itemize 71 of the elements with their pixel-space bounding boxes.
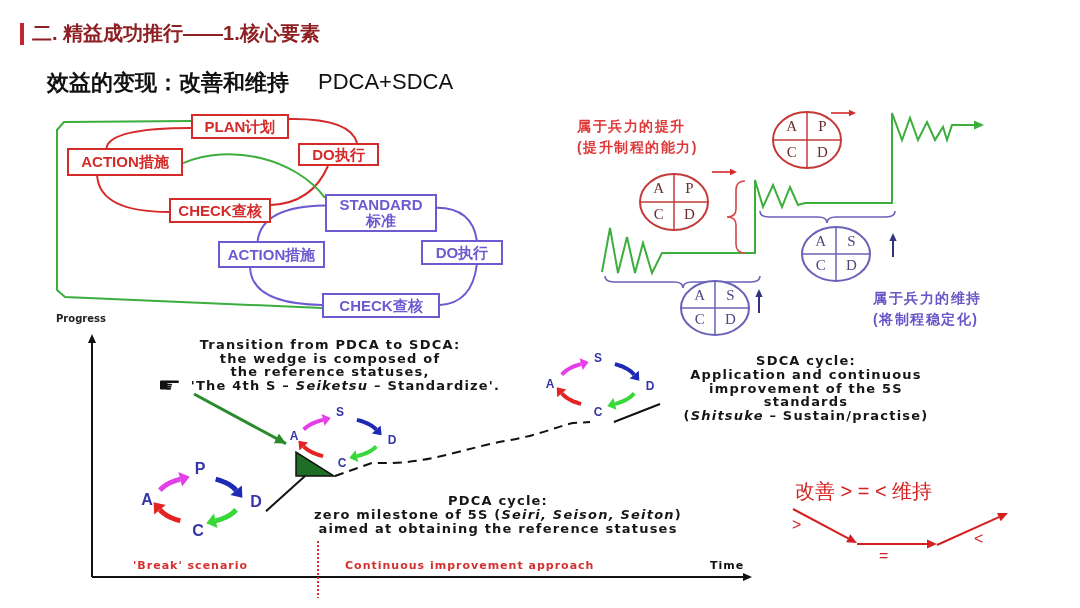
- connector-line: [288, 118, 359, 144]
- cycle-letter: C: [191, 522, 205, 540]
- cycle-letter: D: [249, 493, 263, 511]
- arrow: [193, 392, 287, 445]
- annotation-heading: SDCA cycle:: [756, 354, 856, 368]
- connector-line: [249, 267, 323, 306]
- axis-label: Progress: [56, 313, 106, 324]
- connector-line: [612, 403, 661, 423]
- quadrant-letter: P: [684, 180, 695, 199]
- quadrant-letter: A: [785, 118, 799, 137]
- stage-box: DO执行: [421, 240, 503, 265]
- quadrant-letter: C: [652, 205, 665, 224]
- connector-line: [256, 204, 326, 242]
- connector-line: [270, 165, 329, 206]
- cycle-letter: A: [544, 377, 556, 391]
- annotation-text: zero milestone of 5S (Seiri, Seison, Seiton) aimed at obtaining the reference statuses: [313, 508, 683, 535]
- note-text: 属于兵力的维持 (将制程稳定化): [873, 289, 983, 329]
- region-label: 'Break' scenario: [133, 559, 249, 572]
- cycle-letter: S: [593, 351, 603, 365]
- cycle-letter: A: [140, 491, 154, 509]
- quadrant-letter: D: [682, 205, 696, 224]
- stage-box: CHECK查核: [322, 293, 440, 318]
- annotation-heading: Transition from PDCA to SDCA:: [199, 338, 461, 352]
- annotation-text: the wedge is composed of the reference statuses,: [218, 351, 442, 379]
- quadrant-letter: P: [817, 118, 828, 137]
- stage-box: DO执行: [298, 143, 379, 166]
- connector-line: [436, 206, 478, 241]
- cycle-letter: C: [592, 405, 604, 419]
- connector-line: [439, 264, 478, 306]
- quadrant-letter: S: [846, 232, 857, 251]
- quadrant-letter: C: [814, 257, 827, 276]
- cycle-letter: P: [193, 460, 207, 478]
- connector-line: [56, 120, 323, 309]
- stage-box: ACTION措施: [67, 148, 183, 176]
- quadrant-letter: S: [725, 286, 736, 305]
- cycle-letter: C: [336, 456, 348, 470]
- quadrant-letter: A: [652, 180, 666, 199]
- stage-box: PLAN计划: [191, 114, 289, 139]
- quadrant-letter: D: [723, 311, 737, 330]
- cycle-letter: D: [386, 433, 398, 447]
- cycle-letter: S: [335, 405, 345, 419]
- connector-line: [182, 153, 326, 199]
- cycle-letter: D: [644, 379, 656, 393]
- comparison-text: 改善 > = < 维持: [795, 479, 933, 504]
- quadrant-letter: A: [814, 232, 828, 251]
- cycle-letter: A: [288, 429, 300, 443]
- note-text: 属于兵力的提升 (提升制程的能力): [577, 117, 699, 157]
- annotation-text: (Shitsuke – Sustain/practise): [683, 409, 929, 423]
- stage-box: ACTION措施: [218, 241, 325, 268]
- annotation-heading: PDCA cycle:: [448, 494, 548, 508]
- slide-title: 二. 精益成功推行——1.核心要素: [32, 21, 320, 46]
- subtitle: PDCA+SDCA: [318, 69, 454, 95]
- connector-line: [105, 127, 192, 149]
- connector-line: [265, 475, 307, 513]
- quadrant-letter: C: [785, 143, 798, 162]
- symbol-label: =: [879, 549, 889, 563]
- symbol-label: <: [974, 532, 984, 546]
- quadrant-letter: A: [693, 286, 707, 305]
- subtitle: 效益的变现：改善和维持: [47, 69, 289, 97]
- stage-box: CHECK查核: [169, 198, 271, 223]
- region-label: Continuous improvement approach: [345, 559, 595, 572]
- quadrant-letter: D: [844, 257, 858, 276]
- axis-label: Time: [710, 559, 745, 572]
- stage-box: STANDARD 标准: [325, 194, 437, 232]
- annotation-text: Application and continuous improvement of the 5S standards: [689, 368, 923, 409]
- quadrant-letter: D: [815, 143, 829, 162]
- quadrant-letter: C: [693, 311, 706, 330]
- connector-line: [334, 421, 591, 477]
- annotation-text: 'The 4th S – Seiketsu – Standardize'.: [190, 378, 501, 392]
- connector-line: [96, 175, 170, 213]
- symbol-label: >: [792, 518, 802, 532]
